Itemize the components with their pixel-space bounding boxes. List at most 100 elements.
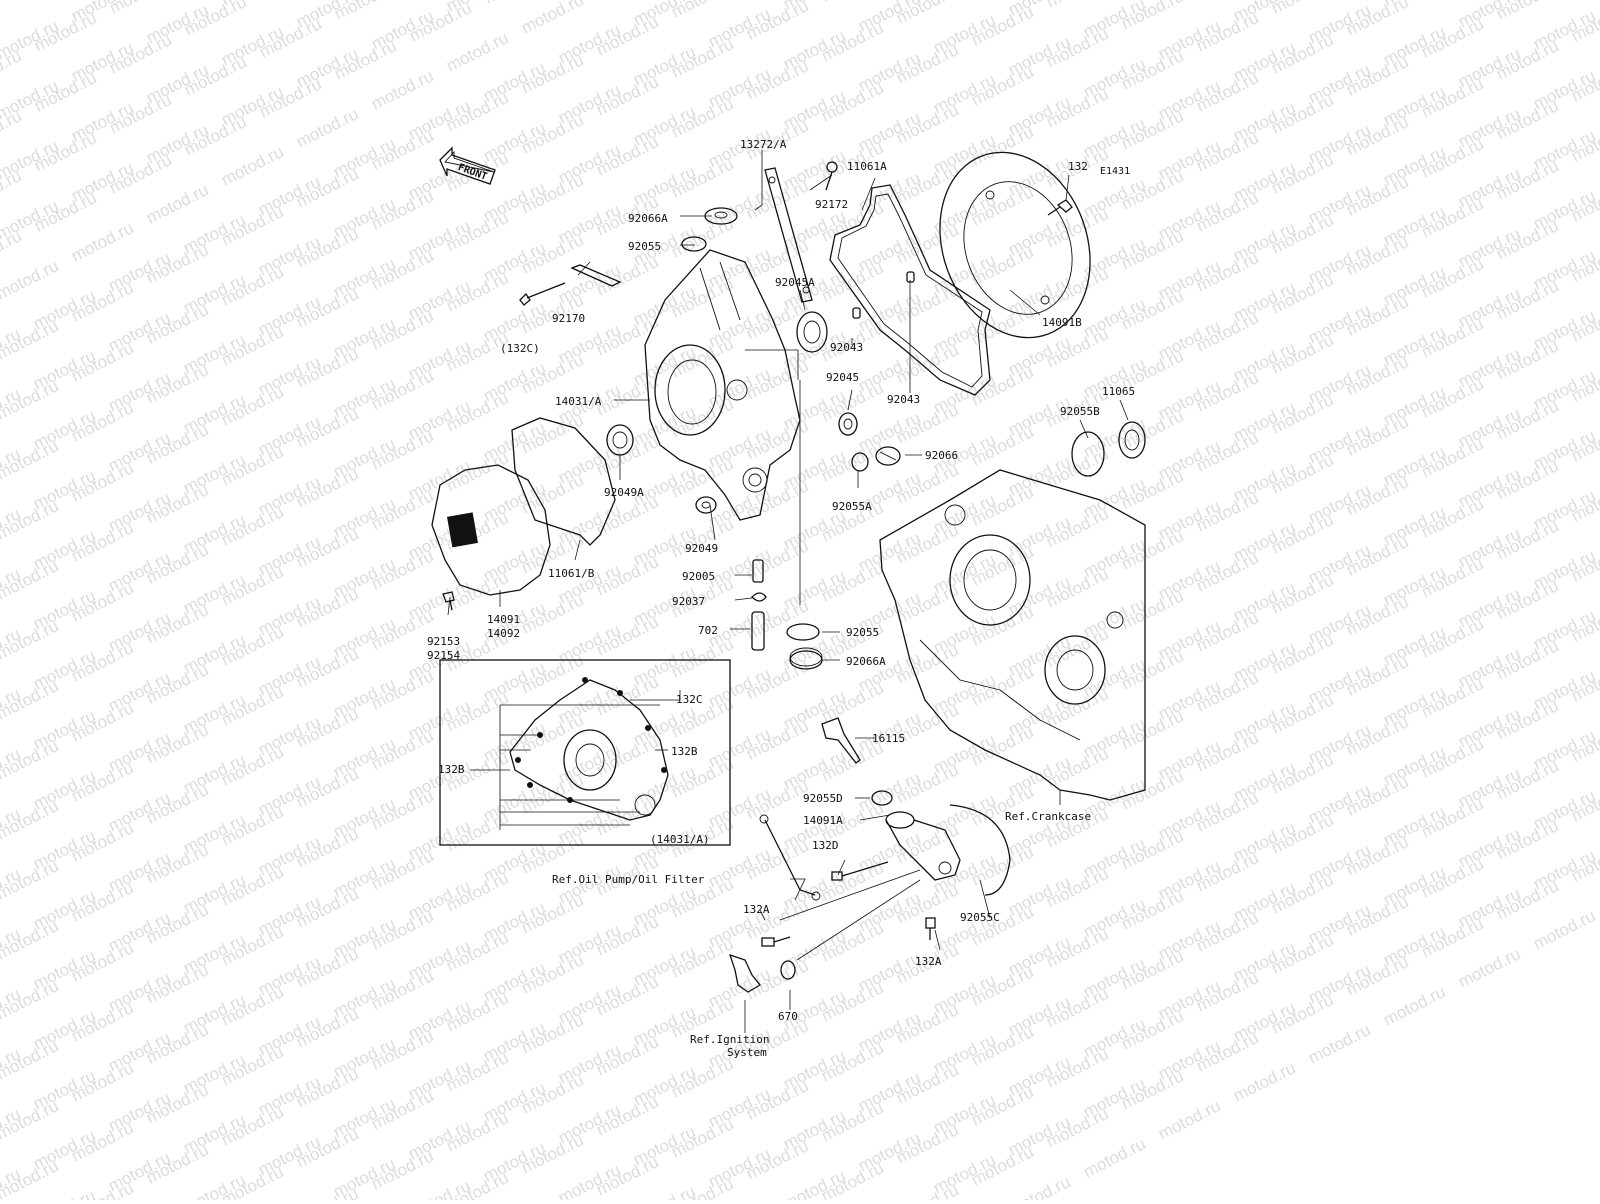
watermark-text: motod.ru [1305,1020,1373,1067]
callout-92153: 92153 [427,635,460,648]
watermark-text: motod.ru [1080,1134,1148,1181]
watermark-text: motod.ru [1493,0,1561,24]
watermark-text: motod.ru [0,496,62,543]
watermark-text: motod.ru [818,0,886,6]
callout-92055d: 92055D [803,792,843,805]
watermark-text: motod.ru [143,180,211,227]
callout-92055b: 92055B [1060,405,1100,418]
watermark-text: motod.ru [68,218,136,265]
ref-crankcase-label: Ref.Crankcase [1005,810,1091,823]
callout-92055-mid: 92055 [846,626,879,639]
diagram-code: E1431 [1100,166,1130,177]
callout-14031a: 14031/A [555,395,602,408]
callout-14091a: 14091A [803,814,843,827]
watermark-text: motod.ru [0,316,62,363]
oil-seal-92049 [695,496,717,514]
callout-92055-top: 92055 [628,240,661,253]
watermark-text: motod.ru [331,0,399,24]
oil-seal-92045 [838,412,858,436]
callout-92049a: 92049A [604,486,644,499]
callout-92037: 92037 [672,595,705,608]
callout-92066: 92066 [925,449,958,462]
callout-132b-left: 132B [438,763,465,776]
watermark-text: motod.ru [1005,1172,1073,1200]
callout-11061a: 11061A [847,160,887,173]
watermark-text: motod.ru [0,736,62,783]
watermark-text: motod.ru [256,0,324,2]
watermark-text: motod.ru [0,1036,62,1083]
watermark-text: motod.ru [406,0,474,46]
watermark-text: motod.ru [743,0,811,44]
watermark-text: motod.ru [0,616,62,663]
watermark-text: motod.ru [0,1156,62,1200]
callout-670: 670 [778,1010,798,1023]
watermark-text: motod.ru [1380,982,1448,1029]
watermark-text: motod.ru [0,556,62,603]
watermark-text: motod.ru [668,0,736,22]
watermark-text: motod.ru [1455,944,1523,991]
watermark-text: motod.ru [1043,0,1111,12]
watermark-text: motod.ru [443,28,511,75]
callout-92005: 92005 [682,570,715,583]
callout-92043-b: 92043 [887,393,920,406]
callout-14092: 14092 [487,627,520,640]
callout-92172: 92172 [815,198,848,211]
watermark-text: motod.ru [0,256,62,303]
bolt-132a-left [761,936,791,947]
callout-92055a: 92055A [832,500,872,513]
callout-92066a-mid: 92066A [846,655,886,668]
callout-132a-right: 132A [915,955,942,968]
watermark-text: motod.ru [1230,1058,1298,1105]
watermark-text: motod.ru [893,1180,961,1200]
watermark-text: motod.ru [1530,906,1598,953]
callout-92045: 92045 [826,371,859,384]
watermark-text: motod.ru [368,66,436,113]
watermark-text: motod.ru [1268,0,1336,18]
watermark-text: motod.ru [518,0,586,38]
o-ring-92055-mid [786,623,820,641]
callout-14091: 14091 [487,613,520,626]
watermark-text: motod.ru [218,142,286,189]
bolt-132a-right [925,917,936,940]
ref-ignition-label-1: Ref.Ignition [690,1033,769,1046]
watermark-text: motod.ru [0,796,62,843]
callout-92066a-top: 92066A [628,212,668,225]
callout-92170: 92170 [552,312,585,325]
watermark-text: motod.ru [0,976,62,1023]
callout-11061b: 11061/B [548,567,595,580]
callout-13272a: 13272/A [740,138,787,151]
bolt-132 [1047,199,1073,216]
callout-132: 132 [1068,160,1088,173]
ref-ignition-label-2: System [727,1046,767,1059]
watermark-text: motod.ru [293,1184,361,1200]
callout-92043-a: 92043 [830,341,863,354]
watermark-text: motod.ru [0,856,62,903]
callout-132d: 132D [812,839,839,852]
callout-132c: (132C) [500,342,540,355]
callout-16115: 16115 [872,732,905,745]
watermark-text: motod.ru [1155,1096,1223,1143]
inset-caption: (14031/A) [650,833,710,846]
watermark-text: motod.ru [1418,0,1486,2]
callout-11065: 11065 [1102,385,1135,398]
clip-92037 [751,592,767,602]
watermark-text: motod.ru [481,0,549,8]
callout-92055c: 92055C [960,911,1000,924]
watermark-text: motod.ru [0,916,62,963]
callout-92049: 92049 [685,542,718,555]
callout-92154: 92154 [427,649,460,662]
ref-oil-pump-label: Ref.Oil Pump/Oil Filter [552,873,705,886]
watermark-text: motod.ru [106,0,174,18]
callout-702: 702 [698,624,718,637]
dowel-pin-92043-b [906,271,915,283]
callout-14091b: 14091B [1042,316,1082,329]
watermark-text: motod.ru [0,436,62,483]
watermark-text: motod.ru [293,104,361,151]
watermark-text: motod.ru [0,376,62,423]
callout-132a-left: 132A [743,903,770,916]
callout-92045a: 92045A [775,276,815,289]
watermark-text: motod.ru [0,1096,62,1143]
callout-132c-inset: 132C [676,693,703,706]
